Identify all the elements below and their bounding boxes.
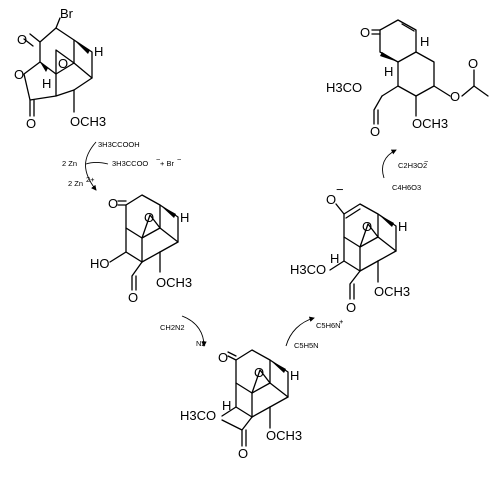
arrow-acetylation: C2H3O2 − C4H6O3 xyxy=(382,149,429,192)
label-methoxy: OCH3 xyxy=(156,275,192,290)
label-enolate-charge: − xyxy=(336,182,344,197)
label-h-left: H xyxy=(384,64,393,79)
reagent-acetate-ion-charge: − xyxy=(424,157,429,166)
molecule-bromolactone: Br O O O O H H OCH3 xyxy=(14,6,106,131)
reagent-acetate: 3H3CCOO xyxy=(112,159,148,168)
label-ester-methyl: H3CO xyxy=(180,408,216,423)
label-carbonyl-o: O xyxy=(26,116,36,131)
reagent-bromide: + Br xyxy=(160,159,174,168)
label-ketone-o: O xyxy=(108,196,118,211)
label-lactone-o: O xyxy=(14,67,24,82)
label-ester-methyl: H3CO xyxy=(290,262,326,277)
molecule-acetoxy-enone: O H H H3CO O OCH3 O O xyxy=(326,19,489,139)
label-h-left: H xyxy=(330,251,339,266)
label-acid-o: O xyxy=(128,290,138,305)
label-acetate-o: O xyxy=(450,89,460,104)
reagent-zinc-ion: 2 Zn xyxy=(68,179,83,188)
label-hydroxyl: HO xyxy=(90,256,110,271)
label-bromine: Br xyxy=(60,6,74,21)
reagent-pyridine: C5H5N xyxy=(294,341,319,350)
reagent-nitrogen: N2 xyxy=(196,339,206,348)
label-bridge-o: O xyxy=(362,219,372,234)
label-acetyl-o: O xyxy=(468,56,478,71)
label-h-left: H xyxy=(42,76,51,91)
molecule-keto-ester: O O H H H3CO O OCH3 xyxy=(180,349,302,461)
label-methoxy: OCH3 xyxy=(412,116,448,131)
label-bridge-o: O xyxy=(254,365,264,380)
molecule-keto-acid: O O H HO O OCH3 xyxy=(90,194,192,305)
label-h-top: H xyxy=(290,368,299,383)
label-ester-methyl: H3CO xyxy=(326,80,362,95)
reagent-acetic-anhydride: C4H6O3 xyxy=(392,183,421,192)
label-methoxy: OCH3 xyxy=(374,284,410,299)
label-h-left: H xyxy=(222,398,231,413)
label-h: H xyxy=(180,210,189,225)
label-h-top: H xyxy=(398,219,407,234)
label-h-top: H xyxy=(94,44,103,59)
reagent-bromide-charge: − xyxy=(177,155,182,164)
label-ester-o: O xyxy=(346,300,356,315)
reagent-zinc: 2 Zn xyxy=(62,159,77,168)
reagent-pyridinium: C5H6N xyxy=(316,321,341,330)
reagent-acetate-ion: C2H3O2 xyxy=(398,161,427,170)
label-ester-o: O xyxy=(370,124,380,139)
label-ketone-o: O xyxy=(360,25,370,40)
label-h-top: H xyxy=(420,34,429,49)
label-ketone-o: O xyxy=(17,32,27,47)
reagent-diazomethane: CH2N2 xyxy=(160,323,185,332)
label-bridge-o: O xyxy=(144,210,154,225)
reagent-pyridinium-charge: + xyxy=(339,317,344,326)
label-methoxy: OCH3 xyxy=(266,428,302,443)
label-bridge-o: O xyxy=(58,56,68,71)
label-methoxy: OCH3 xyxy=(70,114,106,129)
arrow-zinc-reduction: 3H3CCOOH 2 Zn 3H3CCOO − + Br − 2 Zn 2+ xyxy=(62,140,182,191)
molecule-enolate: O − O H H H3CO O OCH3 xyxy=(290,182,410,315)
label-enolate-o: O xyxy=(326,192,336,207)
reagent-acetic-acid: 3H3CCOOH xyxy=(98,140,140,149)
reagent-zinc-ion-charge: 2+ xyxy=(86,175,95,184)
label-ester-o: O xyxy=(238,446,248,461)
label-ketone-o: O xyxy=(218,350,228,365)
arrow-diazomethane: CH2N2 N2 xyxy=(160,315,207,348)
arrow-pyridine: C5H6N + C5H5N xyxy=(285,316,344,350)
reagent-acetate-charge: − xyxy=(156,155,161,164)
